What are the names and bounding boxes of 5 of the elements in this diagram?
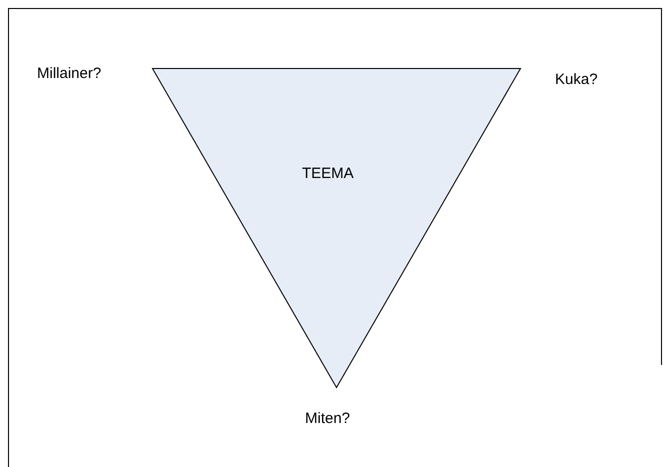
question-label: Miten? — [305, 410, 350, 427]
theme-label: TEEMA — [302, 165, 354, 182]
question-label: Kuka? — [555, 71, 598, 88]
question-label: Millainer? — [37, 65, 102, 82]
triangle-shape — [152, 68, 521, 388]
